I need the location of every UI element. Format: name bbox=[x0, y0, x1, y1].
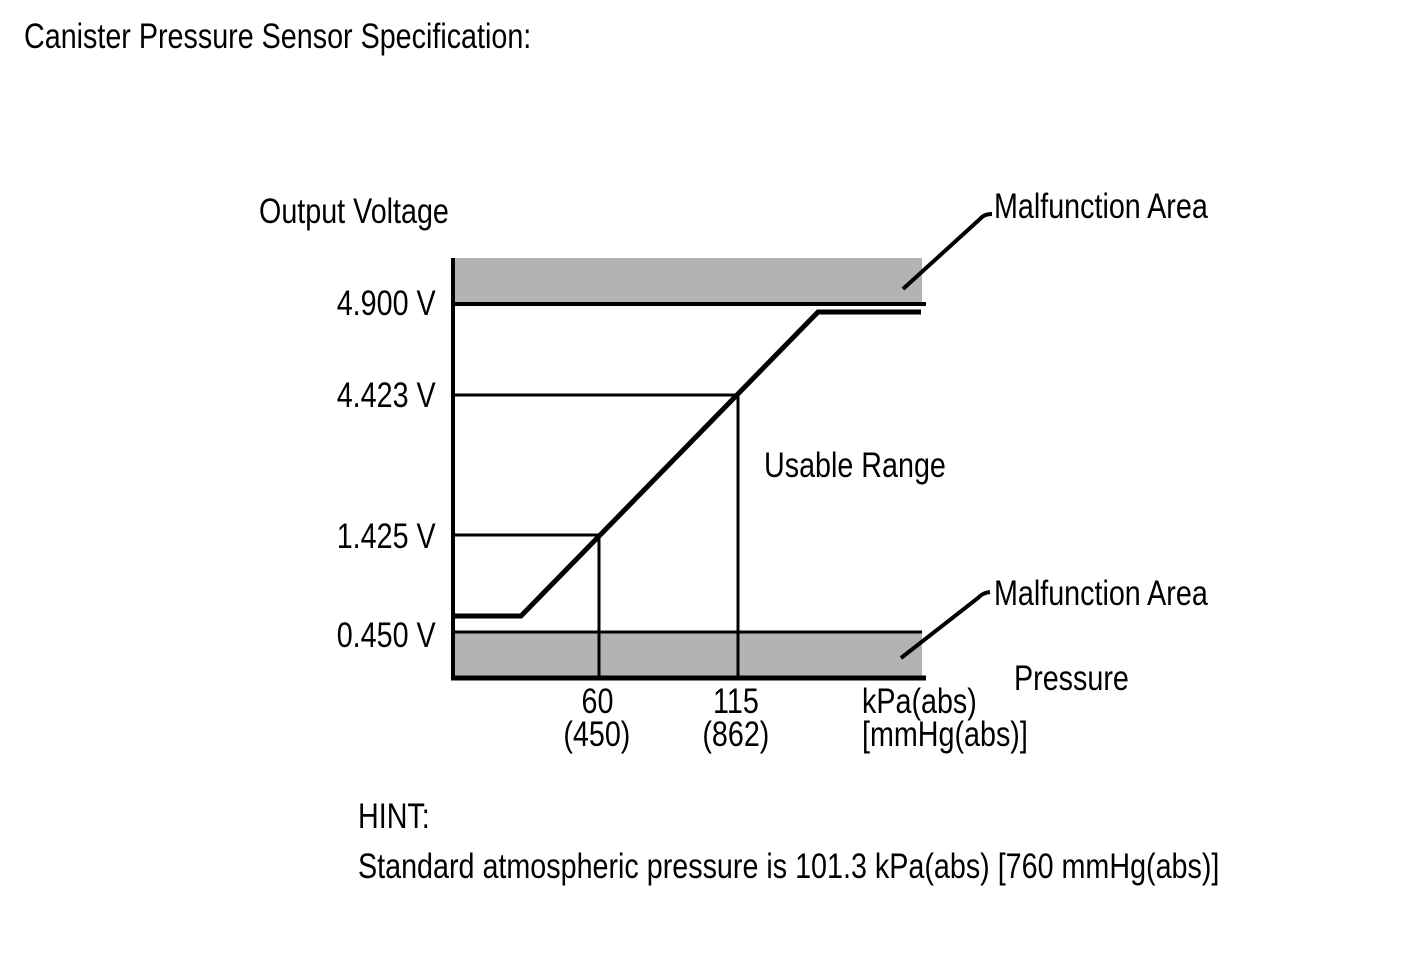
usable-range-label-text: Usable Range bbox=[764, 446, 946, 485]
y-tick-4900-text: 4.900 V bbox=[337, 284, 436, 323]
x-tick-115-mmhg-text: (862) bbox=[702, 715, 770, 754]
y-tick-4423-text: 4.423 V bbox=[337, 376, 436, 415]
x-tick-115-kpa-text: 115 bbox=[713, 682, 759, 721]
x-unit-mmhg-text: [mmHg(abs)] bbox=[862, 715, 1028, 754]
x-tick-60-mmhg-text: (450) bbox=[563, 715, 631, 754]
usable-range-label: Usable Range bbox=[764, 448, 986, 484]
y-tick-0450-text: 0.450 V bbox=[337, 616, 436, 655]
y-tick-1425-text: 1.425 V bbox=[337, 517, 436, 556]
y-tick-4900: 4.900 V bbox=[315, 286, 436, 322]
y-axis-title: Output Voltage bbox=[259, 194, 491, 230]
malfunction-band-top bbox=[455, 258, 922, 302]
malfunction-area-label-bottom-text: Malfunction Area bbox=[994, 574, 1208, 613]
x-axis-title-text: Pressure bbox=[1014, 659, 1129, 698]
hint-heading: HINT: bbox=[358, 799, 446, 835]
sensor-output-curve bbox=[453, 309, 921, 619]
y-tick-0450: 0.450 V bbox=[315, 618, 436, 654]
x-tick-115-mmhg: (862) bbox=[636, 717, 836, 753]
x-unit-kpa-text: kPa(abs) bbox=[862, 682, 977, 721]
x-tick-60-mmhg: (450) bbox=[497, 717, 697, 753]
x-unit-kpa: kPa(abs) bbox=[862, 684, 1002, 720]
x-axis-title: Pressure bbox=[1014, 661, 1154, 697]
leader-line-bottom bbox=[899, 590, 991, 660]
hint-text-content: Standard atmospheric pressure is 101.3 k… bbox=[358, 847, 1220, 886]
x-tick-60-kpa: 60 bbox=[497, 684, 697, 720]
page-title-text: Canister Pressure Sensor Specification: bbox=[24, 17, 532, 56]
malfunction-band-bottom bbox=[455, 633, 922, 678]
leader-line-top bbox=[901, 212, 993, 291]
malfunction-area-label-bottom: Malfunction Area bbox=[994, 576, 1255, 612]
x-tick-115-kpa: 115 bbox=[636, 684, 836, 720]
x-tick-60-kpa-text: 60 bbox=[581, 682, 613, 721]
malfunction-area-label-top-text: Malfunction Area bbox=[994, 187, 1208, 226]
y-tick-4423: 4.423 V bbox=[315, 378, 436, 414]
hint-text: Standard atmospheric pressure is 101.3 k… bbox=[358, 849, 1408, 885]
y-tick-1425: 1.425 V bbox=[315, 519, 436, 555]
y-axis-title-text: Output Voltage bbox=[259, 192, 449, 231]
hint-heading-text: HINT: bbox=[358, 797, 430, 836]
page-title: Canister Pressure Sensor Specification: bbox=[24, 19, 643, 55]
malfunction-area-label-top: Malfunction Area bbox=[994, 189, 1255, 225]
x-unit-mmhg: [mmHg(abs)] bbox=[862, 717, 1064, 753]
